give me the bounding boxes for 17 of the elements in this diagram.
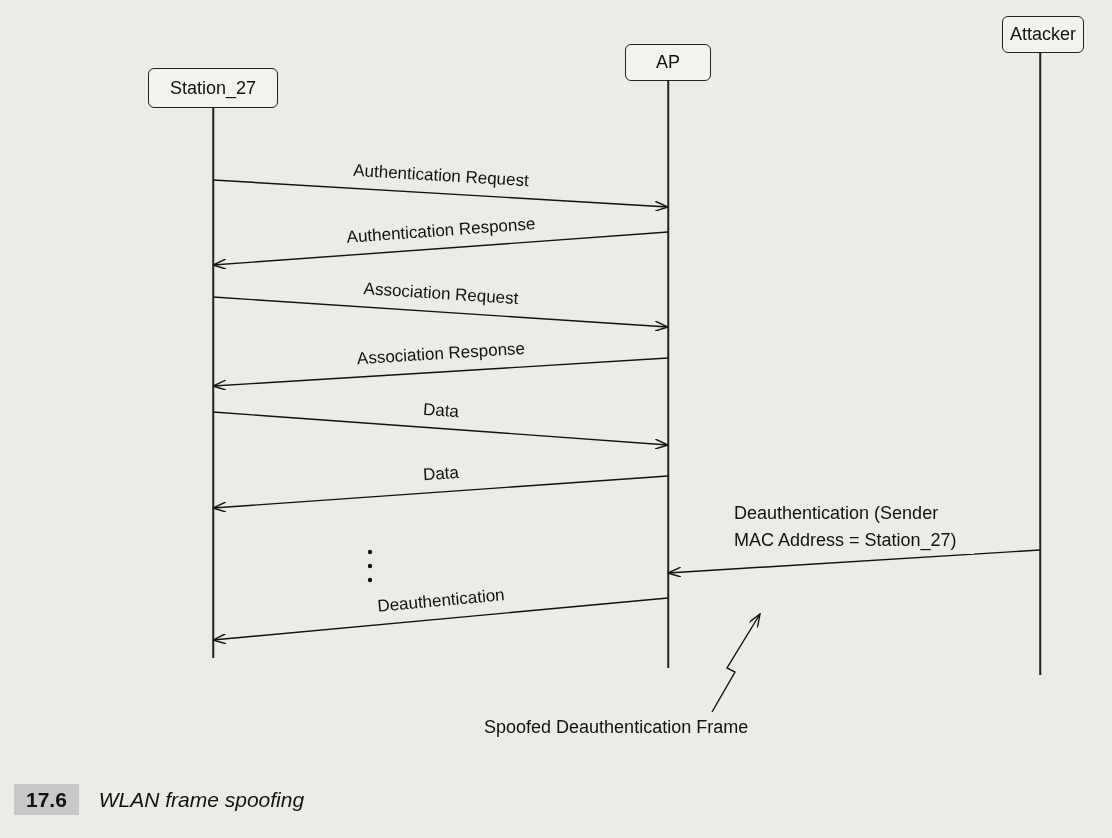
message-arrow bbox=[212, 179, 669, 212]
participant bbox=[1002, 16, 1084, 675]
message-arrow bbox=[212, 597, 669, 645]
participant bbox=[148, 68, 278, 658]
message-arrow bbox=[212, 411, 669, 450]
message-arrow bbox=[212, 231, 669, 270]
participant-box: AP bbox=[625, 44, 711, 81]
leader-arrow bbox=[711, 613, 761, 713]
message-arrow bbox=[667, 549, 1041, 578]
participant-box: Station_27 bbox=[148, 68, 278, 108]
message-arrow bbox=[212, 296, 669, 332]
message-arrow bbox=[212, 475, 669, 513]
participant bbox=[625, 44, 711, 668]
figure-caption: 17.6 WLAN frame spoofing bbox=[0, 782, 319, 818]
participant-box: Attacker bbox=[1002, 16, 1084, 53]
annotation-text: Spoofed Deauthentication Frame bbox=[484, 717, 794, 741]
message-arrow bbox=[212, 357, 669, 391]
